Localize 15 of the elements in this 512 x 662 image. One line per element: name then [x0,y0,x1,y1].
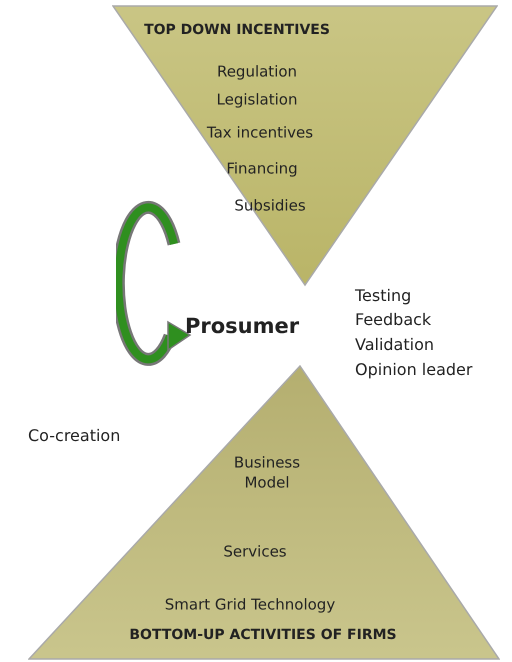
side-label: Co-creation [28,426,120,445]
triangle-item: Business Model [232,454,302,492]
side-label: Feedback [355,310,432,329]
triangle-item: Smart Grid Technology [164,595,336,615]
triangle-item: Financing [226,159,298,179]
triangle-heading: BOTTOM-UP ACTIVITIES OF FIRMS [129,626,397,644]
triangle-item: Regulation [216,62,298,82]
center-label: Prosumer [185,314,300,338]
triangle-item: Tax incentives [206,123,314,143]
side-label: Testing [355,286,412,305]
side-label: Opinion leader [355,360,472,379]
triangle-heading: TOP DOWN INCENTIVES [144,20,330,40]
triangle-item: Services [223,542,287,562]
triangle-item: Legislation [216,90,298,110]
side-label: Validation [355,335,434,354]
